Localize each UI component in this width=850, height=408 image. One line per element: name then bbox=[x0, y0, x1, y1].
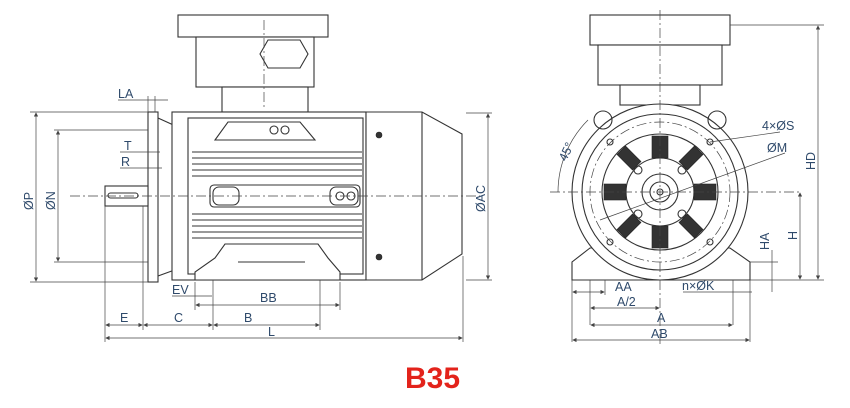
label-c: C bbox=[174, 311, 183, 325]
flange-holes bbox=[606, 138, 714, 246]
side-view: LA T R ØP ØN ØAC EV BB E C B L bbox=[22, 14, 492, 342]
label-ab: AB bbox=[651, 327, 668, 341]
label-h: H bbox=[786, 231, 800, 240]
label-bb: BB bbox=[260, 291, 277, 305]
label-p: ØP bbox=[22, 192, 36, 210]
flange bbox=[147, 111, 159, 283]
label-r: R bbox=[121, 155, 130, 169]
label-ac: ØAC bbox=[474, 185, 488, 212]
label-aa: AA bbox=[615, 280, 632, 294]
side-dimensions bbox=[30, 96, 492, 342]
label-4s: 4×ØS bbox=[762, 119, 794, 133]
front-dimensions bbox=[571, 24, 824, 343]
label-t: T bbox=[124, 139, 132, 153]
label-hd: HD bbox=[804, 152, 818, 170]
label-a: A bbox=[657, 311, 666, 325]
label-45: 45° bbox=[556, 140, 577, 163]
label-ev: EV bbox=[172, 283, 189, 297]
front-view: 4×ØS ØM 45° HD H HA n×ØK AA A/2 A AB bbox=[550, 10, 824, 345]
mounting-type-title: B35 bbox=[405, 362, 461, 395]
label-m: ØM bbox=[767, 141, 787, 155]
terminal-box bbox=[177, 14, 329, 113]
label-b: B bbox=[244, 311, 252, 325]
cooling-fins bbox=[192, 151, 362, 239]
label-ha: HA bbox=[758, 232, 772, 250]
label-e: E bbox=[120, 311, 128, 325]
label-la: LA bbox=[118, 87, 134, 101]
label-l: L bbox=[268, 325, 275, 339]
label-nk: n×ØK bbox=[682, 279, 715, 293]
label-n: ØN bbox=[44, 191, 58, 210]
label-a2: A/2 bbox=[617, 295, 636, 309]
